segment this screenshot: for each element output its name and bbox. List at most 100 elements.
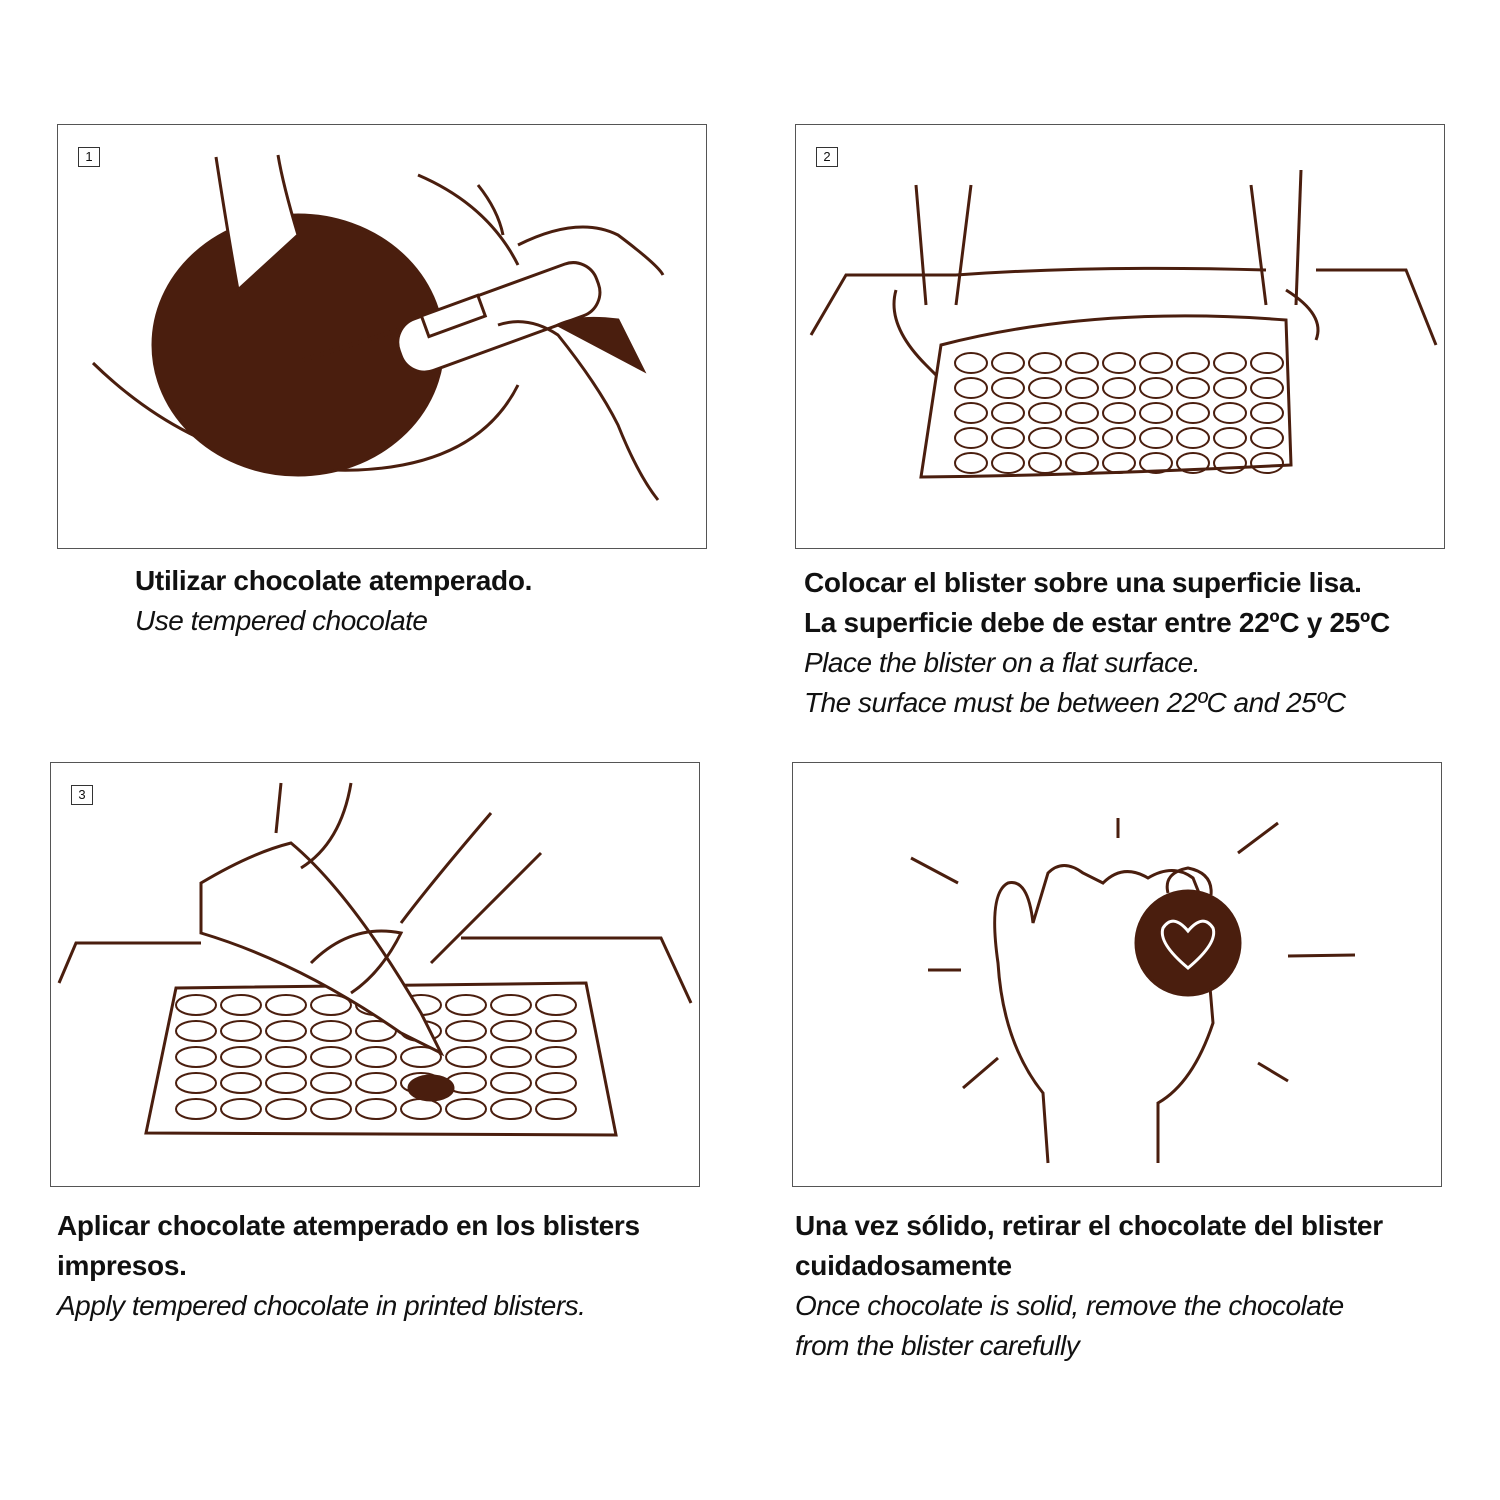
blister-cavity — [954, 402, 988, 424]
blister-cavity — [1213, 402, 1247, 424]
blister-cavity — [1028, 377, 1062, 399]
blister-cavity — [265, 1046, 307, 1068]
step-4-illustration — [792, 762, 1442, 1187]
step-number: 3 — [71, 785, 93, 805]
step-2-english-line-2: The surface must be between 22ºC and 25º… — [804, 687, 1346, 718]
blister-cavity — [991, 377, 1025, 399]
blister-cavity — [1065, 377, 1099, 399]
blister-cavity — [1176, 377, 1210, 399]
blister-cavity — [445, 1046, 487, 1068]
blister-cavity — [954, 352, 988, 374]
step-1-spanish: Utilizar chocolate atemperado. — [135, 565, 533, 596]
step-3-spanish-line-2: impresos. — [57, 1250, 187, 1281]
blister-cavity — [1028, 402, 1062, 424]
blister-cavity — [1176, 402, 1210, 424]
blister-cavity — [1065, 352, 1099, 374]
blister-cavity — [1213, 377, 1247, 399]
blister-cavity — [220, 1020, 262, 1042]
step-3-illustration: 3 — [50, 762, 700, 1187]
blister-cavity — [535, 1072, 577, 1094]
blister-cavity — [220, 1098, 262, 1120]
piping-chocolate-drawing — [57, 782, 693, 1137]
blister-cavity — [310, 1020, 352, 1042]
blister-cavity — [490, 1072, 532, 1094]
step-2-illustration: 2 — [795, 124, 1445, 549]
blister-cavity — [1065, 427, 1099, 449]
blister-cavity — [175, 1046, 217, 1068]
blister-cavity — [1250, 377, 1284, 399]
blister-cavity — [1102, 352, 1136, 374]
blister-cavity — [1176, 427, 1210, 449]
step-4-english-line-2: from the blister carefully — [795, 1330, 1080, 1361]
blister-cavity — [954, 452, 988, 474]
blister-cavity — [1213, 427, 1247, 449]
step-2-spanish-line-2: La superficie debe de estar entre 22ºC y… — [804, 607, 1390, 638]
blister-cavity — [954, 377, 988, 399]
blister-cavity — [1213, 352, 1247, 374]
step-2-english-line-1: Place the blister on a flat surface. — [804, 647, 1200, 678]
blister-cavity — [265, 1020, 307, 1042]
step-number: 1 — [78, 147, 100, 167]
blister-cavity — [265, 1098, 307, 1120]
blister-cavity — [1139, 427, 1173, 449]
blister-cavity — [355, 1072, 397, 1094]
blister-cavity — [1065, 452, 1099, 474]
blister-cavity — [954, 427, 988, 449]
step-1-english: Use tempered chocolate — [135, 605, 428, 636]
blister-cavity — [1250, 402, 1284, 424]
blister-cavity — [1176, 352, 1210, 374]
blister-cavity — [1028, 352, 1062, 374]
blister-cavity — [310, 994, 352, 1016]
blister-cavity — [1250, 452, 1284, 474]
blister-cavity — [490, 1098, 532, 1120]
blister-cavity — [991, 427, 1025, 449]
blister-cavity — [400, 1046, 442, 1068]
blister-cavity — [1102, 402, 1136, 424]
step-3-spanish-line-1: Aplicar chocolate atemperado en los blis… — [57, 1210, 640, 1241]
step-2-spanish-line-1: Colocar el blister sobre una superficie … — [804, 567, 1362, 598]
blister-cavity — [175, 1072, 217, 1094]
hand-holding-chocolate-drawing — [910, 818, 1356, 1164]
step-2-caption: Colocar el blister sobre una superficie … — [804, 563, 1390, 723]
blister-cavity — [220, 1072, 262, 1094]
blister-cavity — [220, 994, 262, 1016]
step-1-caption: Utilizar chocolate atemperado. Use tempe… — [135, 561, 532, 641]
blister-cavity — [175, 1098, 217, 1120]
blister-cavity — [1102, 427, 1136, 449]
blister-cavity — [265, 1072, 307, 1094]
blister-cavity — [991, 352, 1025, 374]
step-4-english-line-1: Once chocolate is solid, remove the choc… — [795, 1290, 1344, 1321]
blister-cavity — [445, 1098, 487, 1120]
blister-cavity — [1139, 452, 1173, 474]
blister-cavity — [490, 994, 532, 1016]
blister-cavity — [1139, 352, 1173, 374]
blister-cavity — [1065, 402, 1099, 424]
blister-cavity — [1176, 452, 1210, 474]
blister-cavity — [490, 1020, 532, 1042]
blister-cavity — [1139, 402, 1173, 424]
step-3-caption: Aplicar chocolate atemperado en los blis… — [57, 1206, 640, 1326]
blister-cavity — [355, 1098, 397, 1120]
blister-cavity — [1028, 452, 1062, 474]
blister-cavity — [991, 452, 1025, 474]
step-4-caption: Una vez sólido, retirar el chocolate del… — [795, 1206, 1383, 1366]
blister-cavity — [490, 1046, 532, 1068]
blister-cavity — [445, 1020, 487, 1042]
blister-cavity — [265, 994, 307, 1016]
blister-cavity — [991, 402, 1025, 424]
blister-cavity — [535, 1098, 577, 1120]
blister-on-surface-drawing — [809, 169, 1438, 479]
blister-cavity — [535, 994, 577, 1016]
blister-cavity — [220, 1046, 262, 1068]
blister-cavity — [535, 1020, 577, 1042]
blister-cavity — [445, 994, 487, 1016]
blister-cavity — [175, 994, 217, 1016]
blister-cavity — [535, 1046, 577, 1068]
blister-cavity — [1213, 452, 1247, 474]
blister-cavity — [175, 1020, 217, 1042]
blister-cavity — [1139, 377, 1173, 399]
blister-cavity — [1102, 377, 1136, 399]
step-number: 2 — [816, 147, 838, 167]
blister-cavity — [1028, 427, 1062, 449]
